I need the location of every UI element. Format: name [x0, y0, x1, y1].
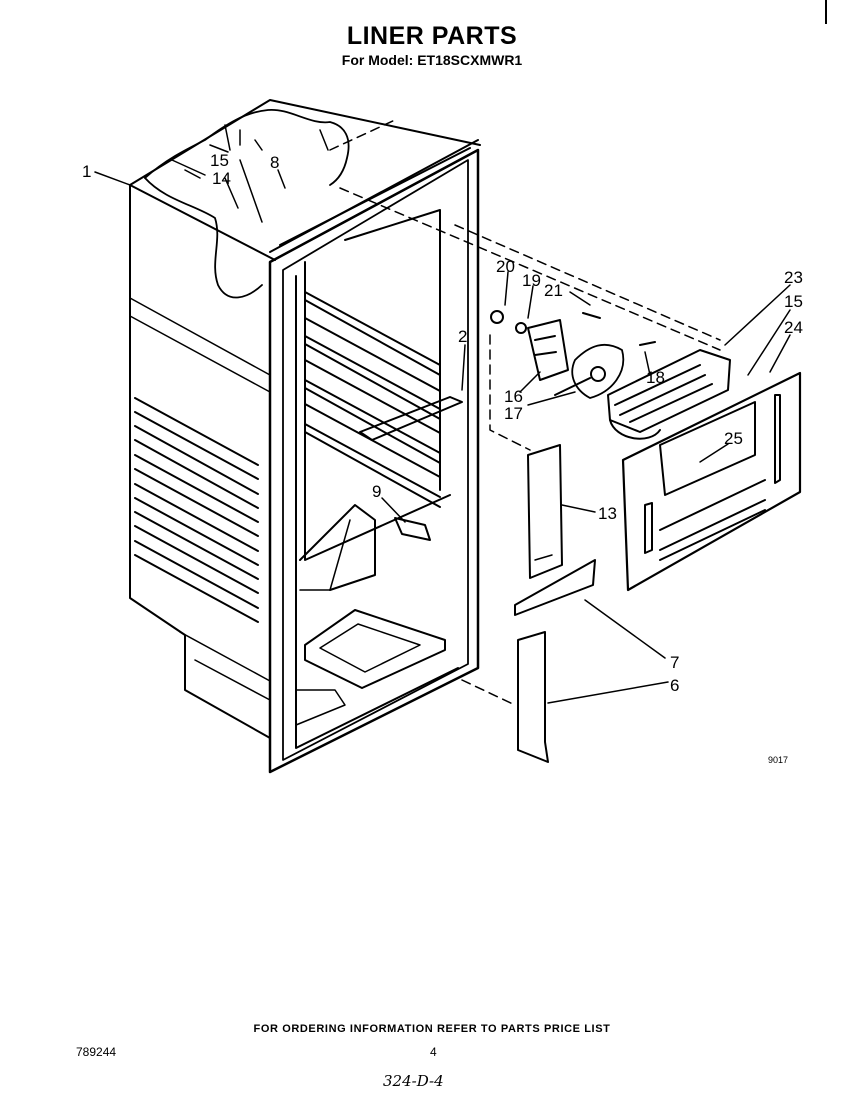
fan-shroud	[607, 349, 731, 440]
document-number: 789244	[76, 1045, 117, 1059]
leader-lines	[94, 159, 791, 704]
callout-label: 21	[544, 281, 563, 300]
ordering-note: FOR ORDERING INFORMATION REFER TO PARTS …	[253, 1023, 611, 1035]
callout-label: 13	[598, 504, 617, 523]
callout-label: 23	[784, 268, 803, 287]
callout-label: 16	[504, 387, 523, 406]
callout-label: 1	[82, 162, 91, 181]
page-edge-mark	[825, 0, 827, 24]
liner-interior	[295, 209, 463, 726]
callout-label: 18	[646, 368, 665, 387]
callout-label: 6	[670, 676, 679, 695]
callout-label: 7	[670, 653, 679, 672]
page-number: 4	[430, 1045, 437, 1059]
cabinet-body	[129, 99, 481, 739]
air-duct-panel	[527, 444, 563, 579]
callout-label: 2	[458, 327, 467, 346]
rear-panel	[621, 371, 802, 592]
callout-label: 24	[784, 318, 803, 337]
callout-label: 15	[210, 151, 229, 170]
callout-label: 8	[270, 153, 279, 172]
fan-motor-assembly	[490, 310, 656, 399]
callout-label: 15	[784, 292, 803, 311]
page-title: LINER PARTS	[346, 22, 518, 50]
callout-label: 19	[522, 271, 541, 290]
figure-code: 9017	[768, 755, 788, 765]
callout-label: 14	[212, 169, 231, 188]
liner-front-frame	[268, 139, 480, 774]
callout-label: 25	[724, 429, 743, 448]
cover-part	[517, 631, 549, 763]
handwritten-note: 324-D-4	[383, 1072, 444, 1090]
callout-label: 20	[496, 257, 515, 276]
callout-label: 9	[372, 482, 381, 501]
callout-label: 17	[504, 404, 523, 423]
assembly-lines	[329, 119, 721, 706]
baffle-part	[514, 559, 596, 616]
model-subtitle: For Model: ET18SCXMWR1	[341, 52, 523, 68]
